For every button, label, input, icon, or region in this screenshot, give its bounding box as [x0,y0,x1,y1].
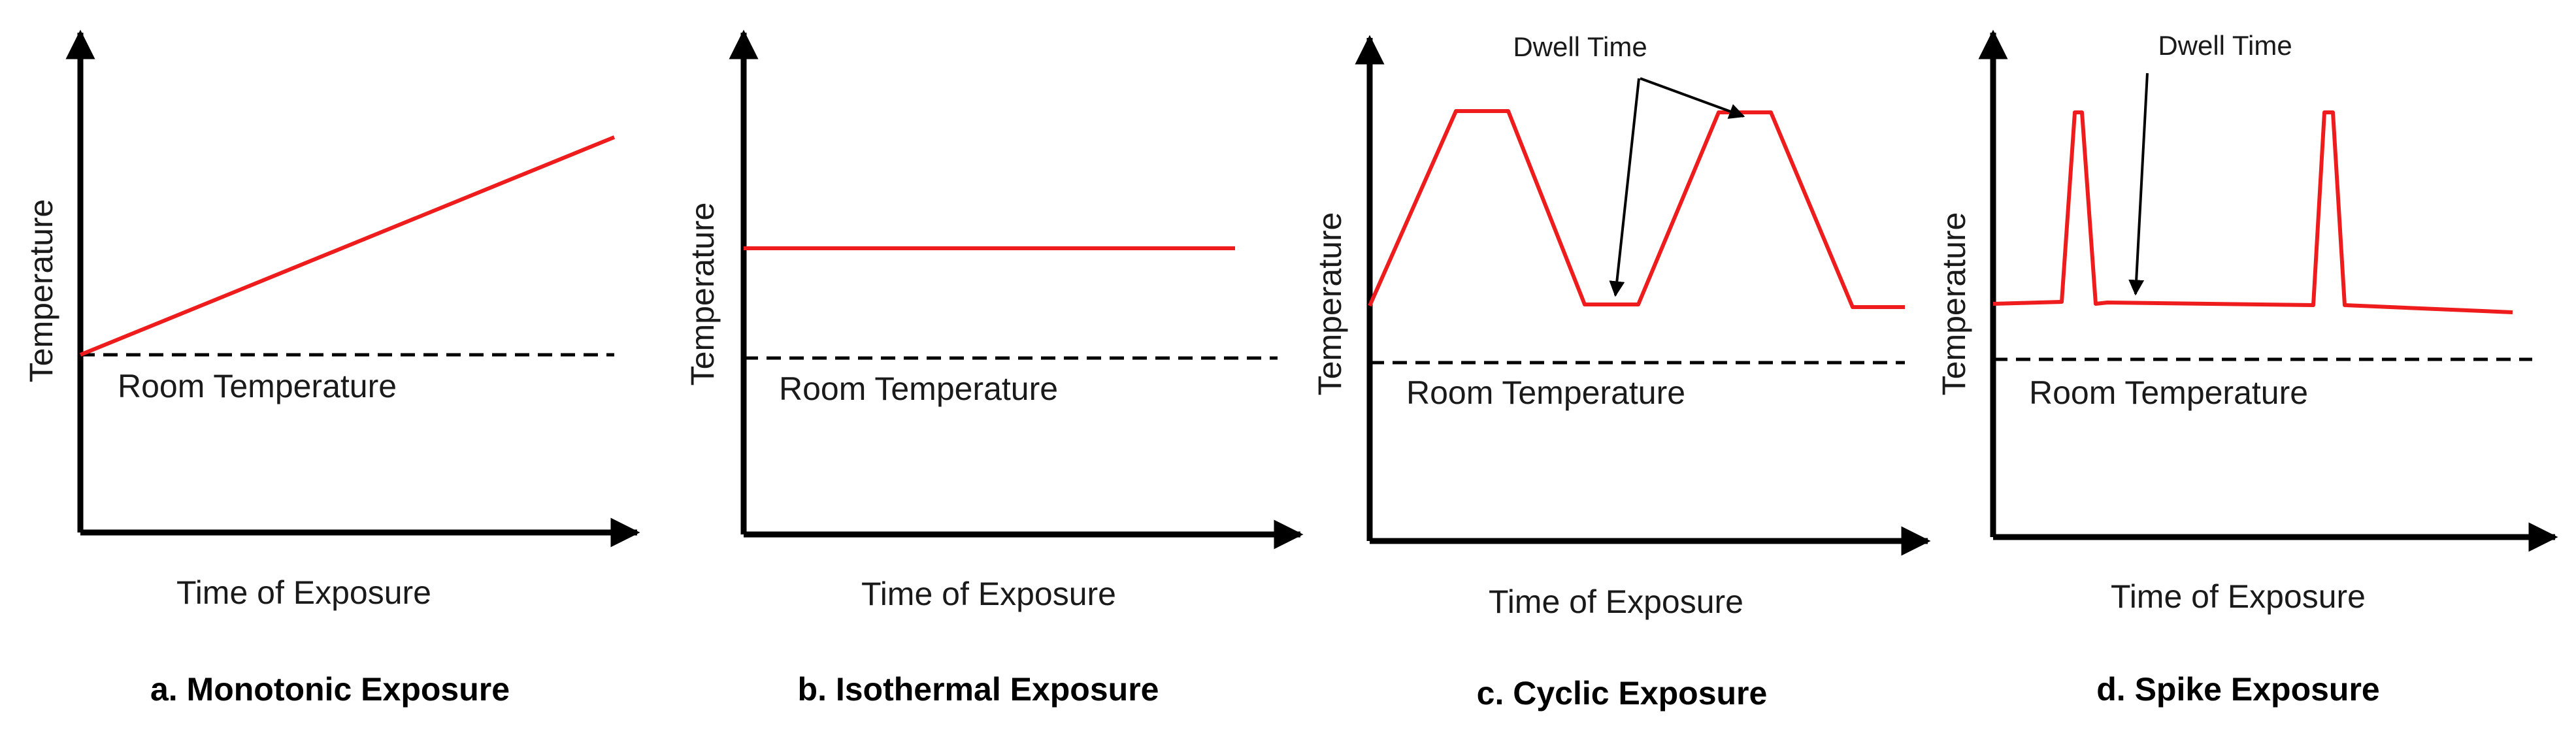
panel-caption: b. Isothermal Exposure [798,671,1159,708]
x-axis-label: Time of Exposure [861,576,1116,612]
dwell-time-pointer [1609,78,1640,297]
dwell-time-pointer [2128,73,2149,296]
room-temperature-label: Room Temperature [2029,374,2308,411]
y-axis-label: Temperature [684,203,721,386]
x-axis-label: Time of Exposure [176,574,431,611]
x-axis-label: Time of Exposure [2111,578,2366,615]
panel-spike: Dwell Time Temperature Room Temperature … [1936,29,2558,708]
panel-cyclic: Dwell Time Temperature Room Temperature … [1312,31,1931,712]
temperature-curve [79,135,616,357]
dwell-time-label: Dwell Time [1513,31,1647,62]
room-temperature-label: Room Temperature [779,370,1058,407]
dwell-time-pointer [1640,77,1745,119]
temperature-curve [1992,110,2513,314]
y-axis-label: Temperature [23,199,59,383]
dwell-time-label: Dwell Time [2158,30,2292,61]
panel-caption: d. Spike Exposure [2096,671,2379,708]
room-temperature-label: Room Temperature [118,368,397,404]
temperature-curve [1368,109,1905,309]
room-temperature-label: Room Temperature [1406,374,1685,411]
panel-monotonic: Temperature Room Temperature Time of Exp… [23,29,640,708]
y-axis-label: Temperature [1312,212,1348,396]
panel-caption: c. Cyclic Exposure [1477,675,1768,712]
panel-caption: a. Monotonic Exposure [150,671,510,708]
panel-isothermal: Temperature Room Temperature Time of Exp… [684,29,1304,708]
y-axis-label: Temperature [1936,212,1972,396]
x-axis-label: Time of Exposure [1489,583,1743,620]
